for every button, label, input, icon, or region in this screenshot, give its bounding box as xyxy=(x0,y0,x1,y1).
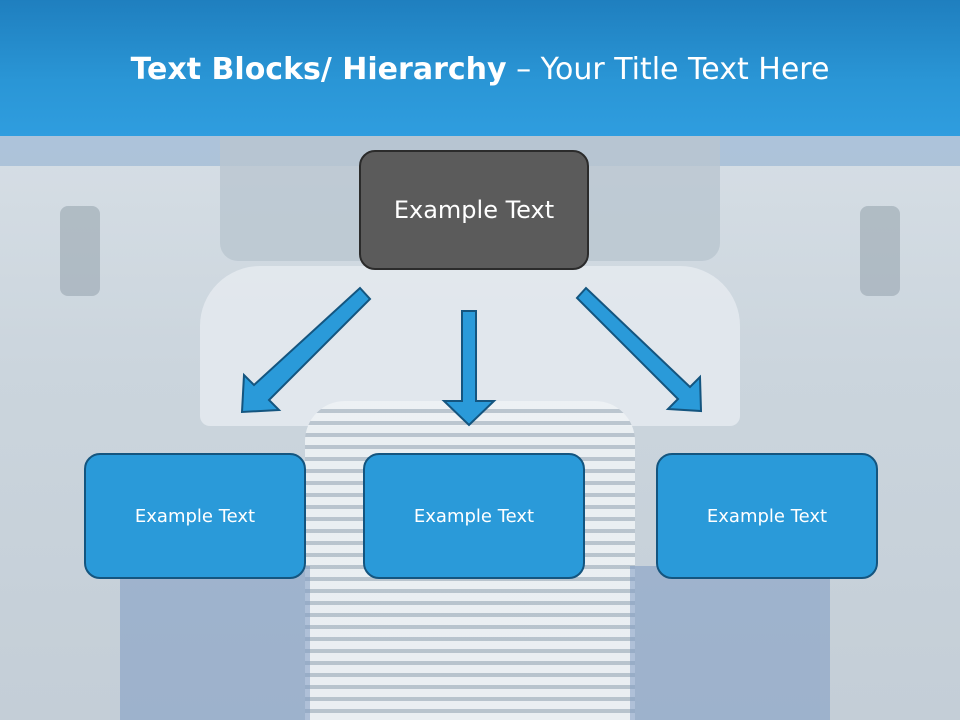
slide-title-bold: Text Blocks/ Hierarchy xyxy=(130,52,507,87)
slide-title-rest: Your Title Text Here xyxy=(540,52,830,87)
child-box-2[interactable]: Example Text xyxy=(363,453,585,579)
arrow-left xyxy=(240,286,372,414)
top-box[interactable]: Example Text xyxy=(359,150,589,270)
slide-title-dash: – xyxy=(506,52,541,87)
truck-mirror-left xyxy=(60,206,100,296)
truck-bumper-right xyxy=(630,566,830,720)
truck-bumper-left xyxy=(120,566,310,720)
slide-title: Text Blocks/ Hierarchy – Your Title Text… xyxy=(0,52,960,87)
child-box-1[interactable]: Example Text xyxy=(84,453,306,579)
arrow-right xyxy=(575,286,703,413)
arrow-center xyxy=(441,310,497,427)
title-bar xyxy=(0,0,960,136)
truck-mirror-right xyxy=(860,206,900,296)
child-box-3[interactable]: Example Text xyxy=(656,453,878,579)
